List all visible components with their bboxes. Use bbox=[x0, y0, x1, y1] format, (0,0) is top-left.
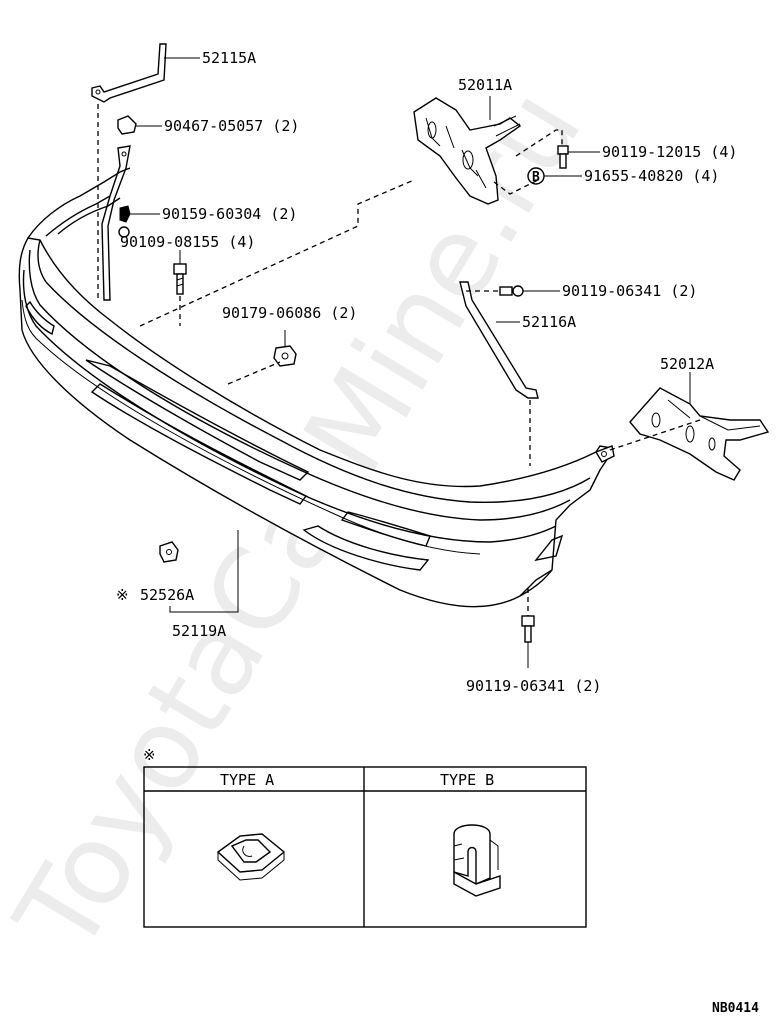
label-52116A: 52116A bbox=[522, 313, 576, 331]
part-90119-06341-bottom-bolt bbox=[521, 615, 535, 668]
label-52115A: 52115A bbox=[202, 49, 256, 67]
part-90119-06341-top-bolt bbox=[499, 285, 560, 297]
label-90179-06086: 90179-06086 (2) bbox=[222, 304, 357, 322]
bumper-cover bbox=[18, 167, 615, 608]
label-90159-60304: 90159-60304 (2) bbox=[162, 205, 297, 223]
label-90119-06341-top: 90119-06341 (2) bbox=[562, 282, 697, 300]
part-90159-60304-screw bbox=[118, 205, 160, 238]
leader-52119A bbox=[169, 530, 239, 613]
type-b-header: TYPE B bbox=[440, 771, 494, 789]
label-52526A: 52526A bbox=[140, 586, 194, 604]
label-90119-06341-bottom: 90119-06341 (2) bbox=[466, 677, 601, 695]
part-52526A-clip bbox=[159, 541, 179, 563]
note-mark: ※ bbox=[116, 586, 129, 604]
part-52012A-bracket bbox=[629, 372, 770, 481]
part-52011A-bracket bbox=[413, 96, 522, 205]
b-marker: B bbox=[532, 170, 540, 185]
side-retainer bbox=[101, 145, 131, 301]
alignment-lines bbox=[97, 104, 701, 616]
type-table-mark: ※ bbox=[143, 746, 156, 764]
label-90119-12015: 90119-12015 (4) bbox=[602, 143, 737, 161]
label-91655-40820: 91655-40820 (4) bbox=[584, 167, 719, 185]
type-a-header: TYPE A bbox=[220, 771, 274, 789]
label-90109-08155: 90109-08155 (4) bbox=[120, 233, 255, 251]
part-90467-05057-clip bbox=[117, 115, 162, 135]
type-b-clip-drawing bbox=[453, 824, 501, 897]
part-52115A-bracket bbox=[91, 43, 200, 103]
type-a-clip-drawing bbox=[216, 833, 286, 881]
label-52011A: 52011A bbox=[458, 76, 512, 94]
part-90119-12015-bolt bbox=[557, 145, 600, 169]
type-table: ※ TYPE A TYPE B bbox=[143, 746, 587, 928]
part-90179-06086-nut bbox=[273, 330, 297, 367]
label-52119A: 52119A bbox=[172, 622, 226, 640]
label-52012A: 52012A bbox=[660, 355, 714, 373]
part-90109-08155-bolt bbox=[173, 250, 187, 295]
part-91655-40820-nut: B bbox=[527, 167, 582, 185]
diagram-code: NB0414 bbox=[712, 1001, 759, 1016]
label-90467-05057: 90467-05057 (2) bbox=[164, 117, 299, 135]
